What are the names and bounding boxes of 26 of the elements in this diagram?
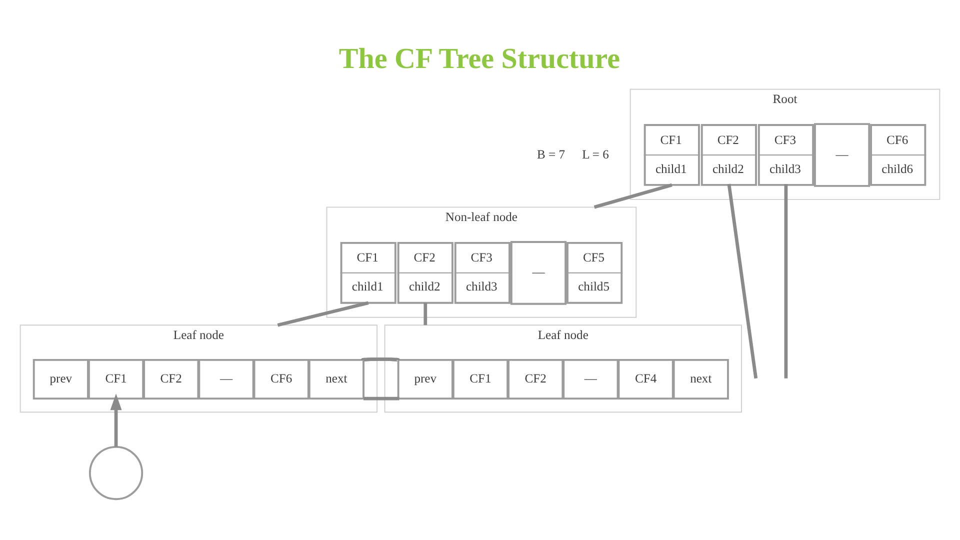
node-box: CF2	[508, 358, 564, 400]
diagram-title: The CF Tree Structure	[338, 42, 620, 74]
connector	[362, 357, 399, 362]
node-box: —	[562, 358, 619, 400]
connector	[364, 396, 400, 400]
node-box: —	[198, 358, 254, 400]
connector	[784, 183, 788, 378]
node-box: CF6	[253, 358, 310, 400]
connector	[424, 302, 428, 325]
node-box: —	[510, 240, 567, 304]
label: L = 6	[582, 146, 609, 161]
connector	[727, 183, 758, 378]
node-circle	[88, 445, 144, 500]
node-box: next	[672, 358, 729, 400]
node-box: prev	[32, 358, 89, 400]
connector	[594, 182, 672, 208]
node-box: prev	[397, 358, 454, 400]
node-box: CF4	[618, 358, 674, 400]
node-box: —	[814, 122, 870, 186]
label: B = 7	[537, 146, 566, 161]
node-box: next	[308, 358, 364, 400]
connector	[277, 300, 369, 326]
arrow	[110, 393, 122, 446]
node-box: CF2	[143, 358, 200, 400]
node-box: CF1	[452, 358, 509, 400]
node-box: CF1	[88, 358, 144, 400]
